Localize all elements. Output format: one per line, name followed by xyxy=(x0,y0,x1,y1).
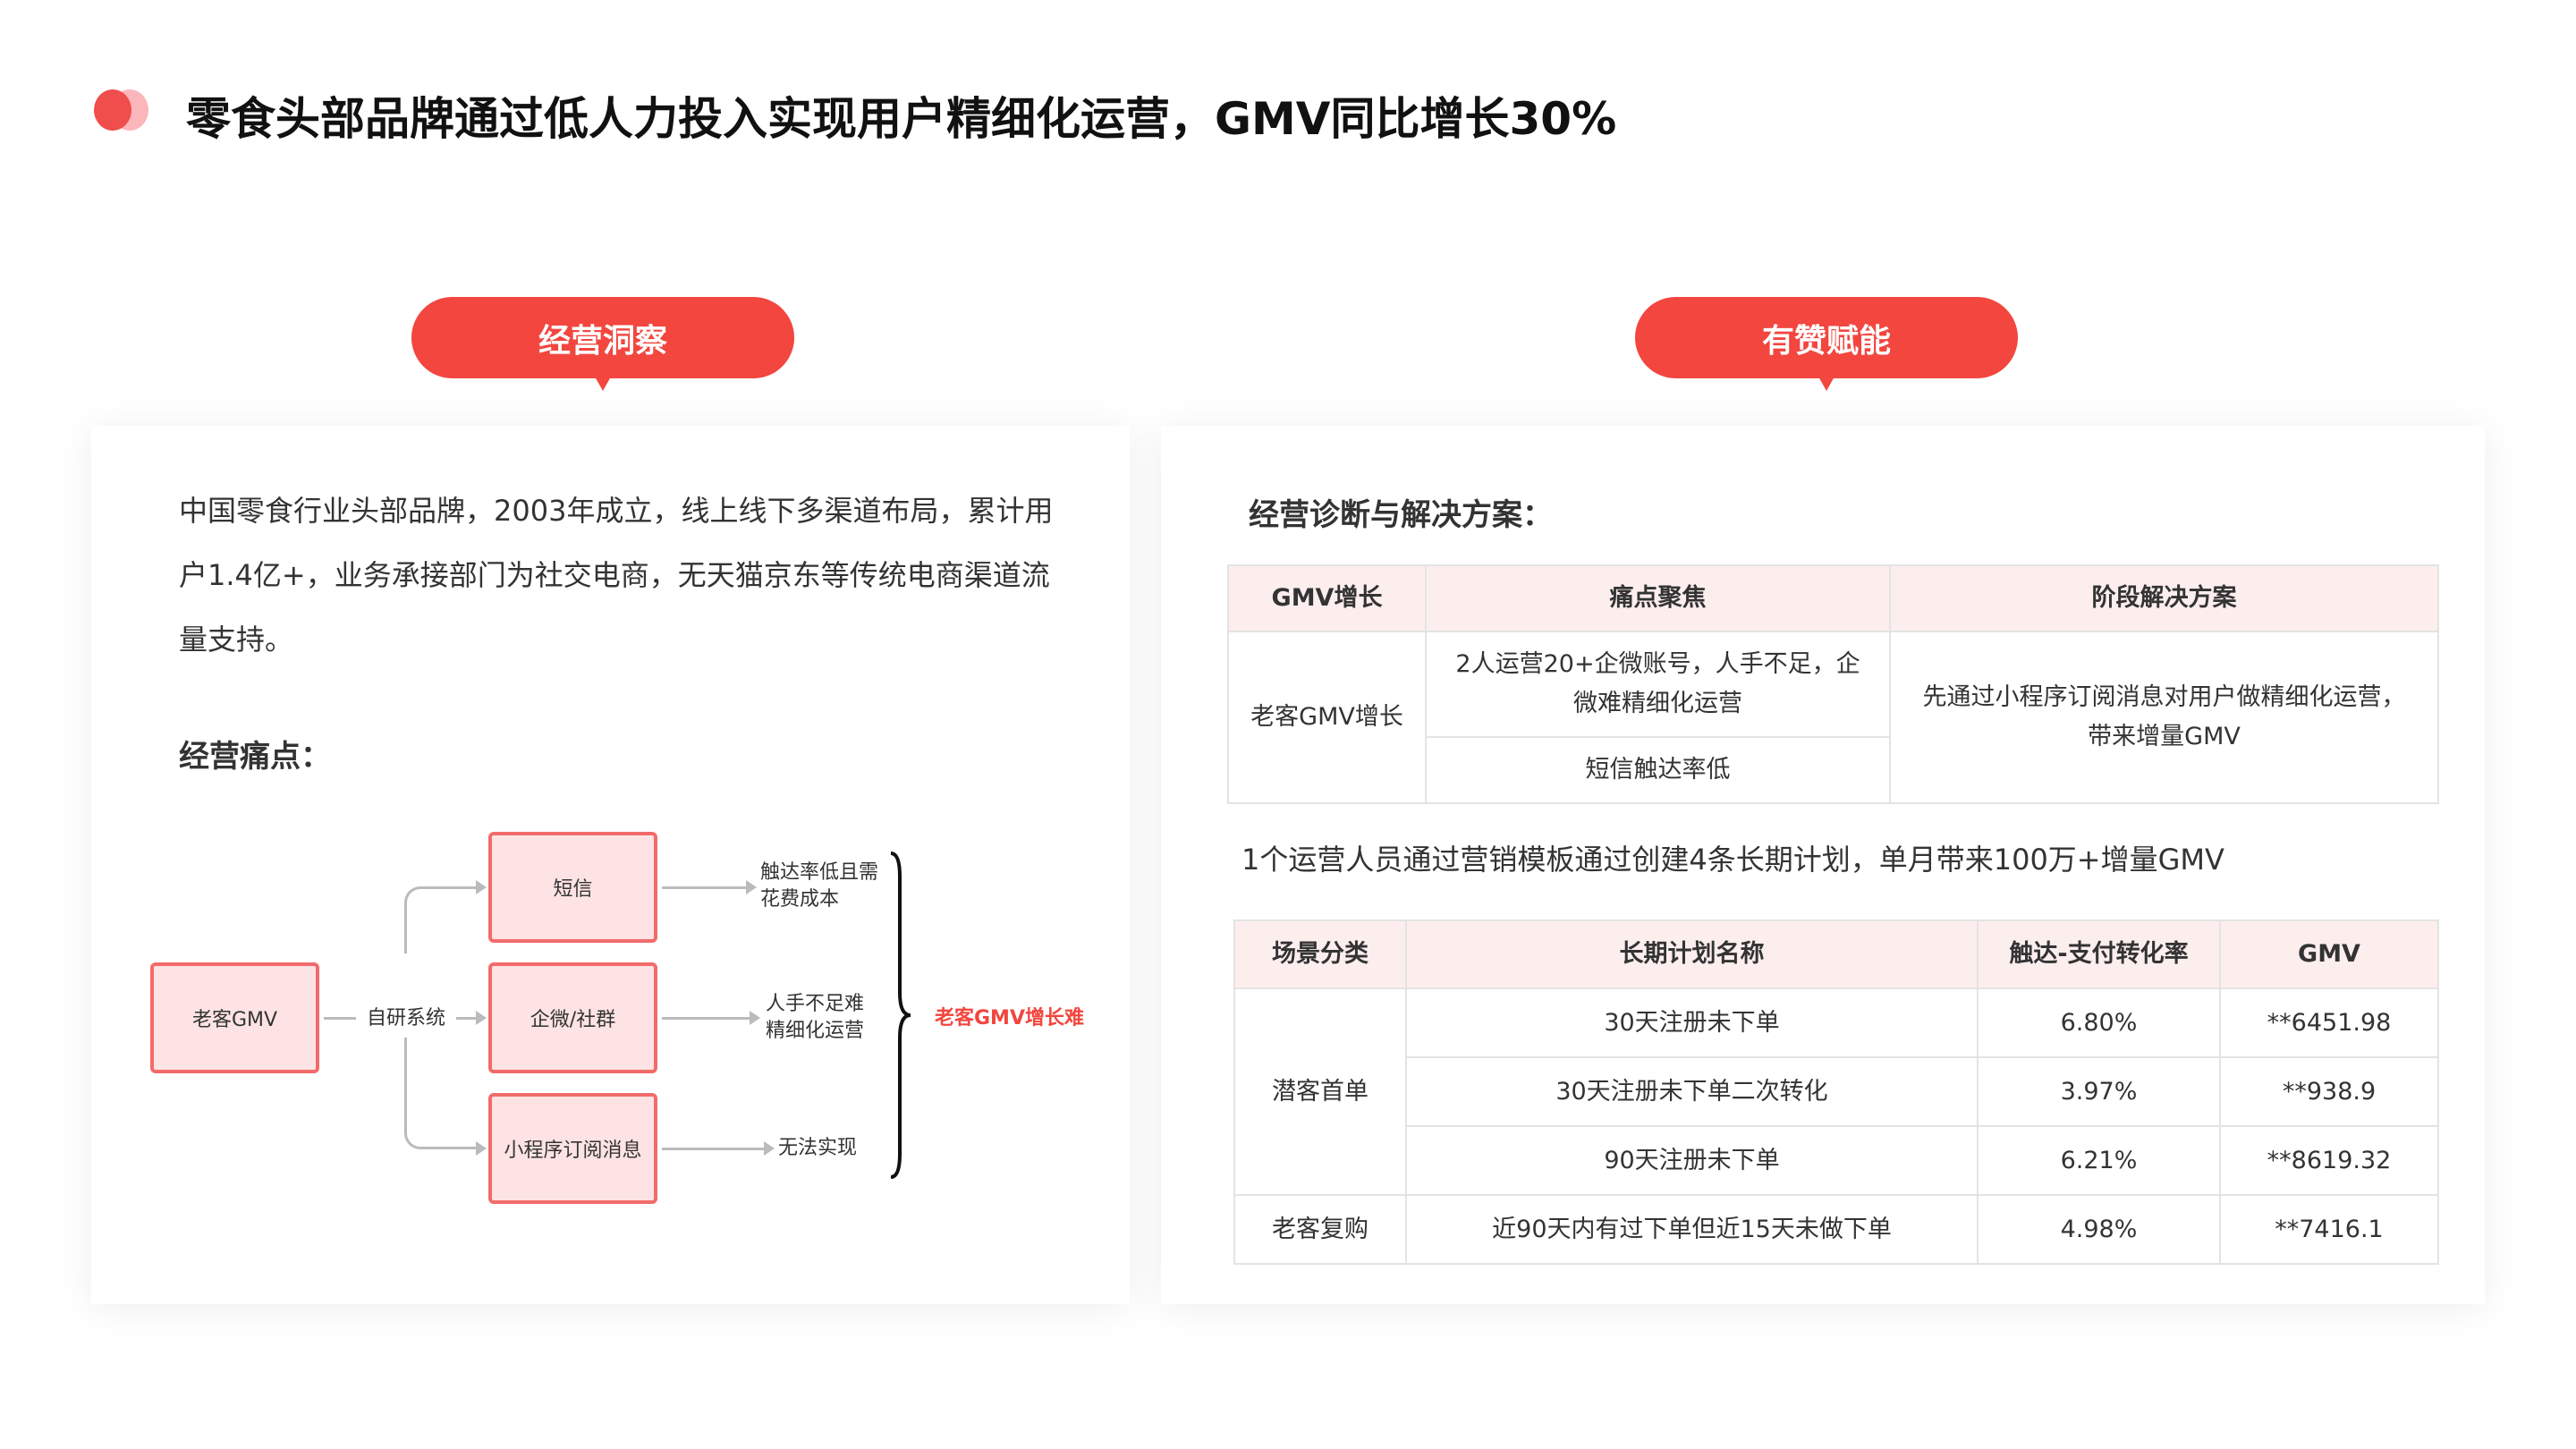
issue-label: 无法实现 xyxy=(778,1137,858,1159)
connector-line xyxy=(404,1082,476,1149)
page-title: 零食头部品牌通过低人力投入实现用户精细化运营，GMV同比增长30% xyxy=(186,93,1617,145)
connector-line xyxy=(662,1017,751,1020)
brace-icon xyxy=(890,852,911,1179)
intro-text: 中国零食行业头部品牌，2003年成立，线上线下多渠道布局，累计用户1.4亿+，业… xyxy=(179,494,1054,657)
connector-line xyxy=(456,1017,478,1020)
summary-text: 1个运营人员通过营销模板通过创建4条长期计划，单月带来100万+增量GMV xyxy=(1241,843,2224,877)
arrow-icon xyxy=(750,1011,760,1025)
source-box: 老客GMV xyxy=(150,962,319,1073)
title-dot-icon xyxy=(94,89,131,131)
issue-label: 触达率低且需花费成本 xyxy=(760,861,879,911)
connector-line xyxy=(404,886,476,953)
diagnosis-heading: 经营诊断与解决方案： xyxy=(1249,497,1553,533)
conclusion-label: 老客GMV增长难 xyxy=(935,1007,1084,1030)
channel-box: 短信 xyxy=(488,832,657,943)
channel-box: 企微/社群 xyxy=(488,962,657,1073)
pain-title: 经营痛点： xyxy=(179,739,331,775)
arrow-icon xyxy=(476,880,487,894)
channel-box: 小程序订阅消息 xyxy=(488,1093,657,1204)
arrow-icon xyxy=(746,880,757,894)
arrow-icon xyxy=(476,1011,487,1025)
arrow-icon xyxy=(476,1141,487,1156)
insight-pill: 经营洞察 xyxy=(411,297,794,391)
connector-line xyxy=(662,1148,766,1150)
connector-line xyxy=(404,1038,407,1091)
issue-label: 人手不足难精细化运营 xyxy=(766,993,865,1042)
connector-line xyxy=(662,886,748,889)
arrow-icon xyxy=(764,1141,775,1156)
empower-pill: 有赞赋能 xyxy=(1635,297,2018,391)
connector-line xyxy=(324,1017,356,1020)
system-label: 自研系统 xyxy=(367,1007,446,1030)
